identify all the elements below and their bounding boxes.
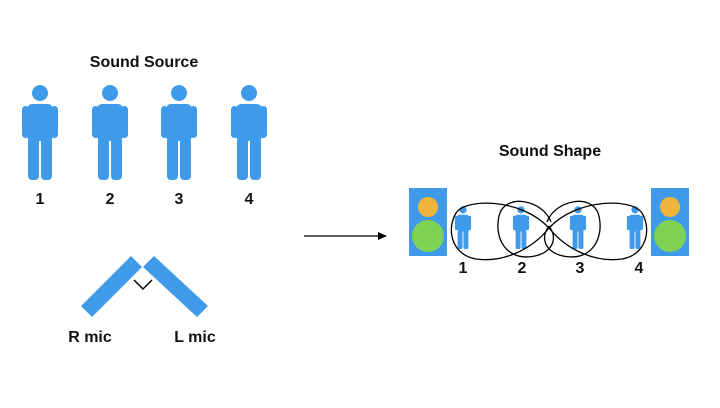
- polar-lobe-inner-left: [497, 200, 554, 258]
- shape-person-3-icon: [569, 206, 587, 249]
- shape-label-4: 4: [635, 260, 644, 277]
- sound-source-title: Sound Source: [90, 54, 199, 71]
- l-mic-capsule: [143, 256, 208, 317]
- mic-right-angle-mark: [133, 279, 153, 291]
- shape-label-3: 3: [576, 260, 585, 277]
- r-mic-label: R mic: [68, 329, 112, 346]
- shape-label-2: 2: [518, 260, 527, 277]
- r-mic-capsule: [81, 256, 142, 317]
- source-label-1: 1: [36, 191, 45, 208]
- source-label-4: 4: [245, 191, 254, 208]
- mic-pair: [81, 256, 208, 317]
- right-speaker-icon: [651, 188, 689, 256]
- source-label-3: 3: [175, 191, 184, 208]
- polar-lobe-right: [548, 202, 648, 261]
- polar-pattern: [450, 200, 648, 261]
- shape-person-1-icon: [454, 206, 472, 249]
- shape-label-1: 1: [459, 260, 468, 277]
- l-mic-label: L mic: [174, 329, 216, 346]
- source-person-1-icon: [22, 85, 58, 180]
- polar-lobe-left: [450, 202, 550, 261]
- source-person-2-icon: [92, 85, 128, 180]
- left-speaker-icon: [409, 188, 447, 256]
- source-label-2: 2: [106, 191, 115, 208]
- source-person-3-icon: [161, 85, 197, 180]
- shape-person-4-icon: [626, 206, 644, 249]
- source-person-4-icon: [231, 85, 267, 180]
- sound-shape-title: Sound Shape: [499, 143, 601, 160]
- polar-lobe-inner-right: [544, 200, 601, 258]
